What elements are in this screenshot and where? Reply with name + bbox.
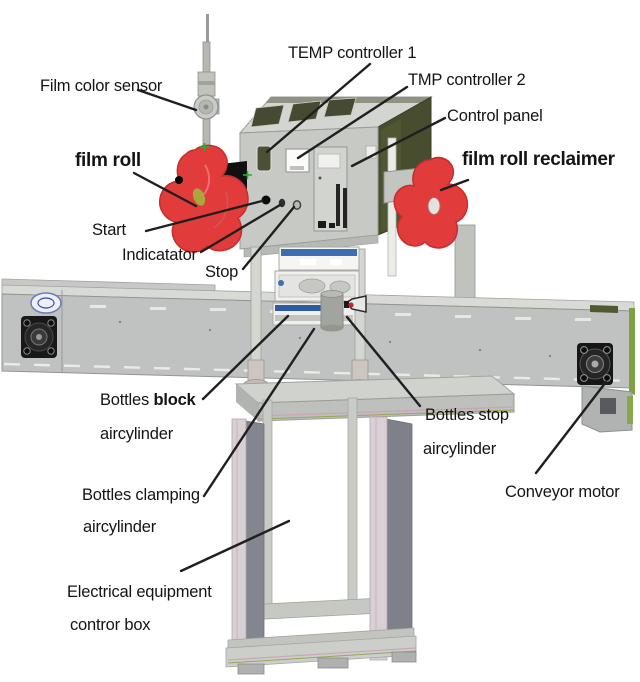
label-bottles-block-line1: Bottles block — [100, 391, 196, 409]
label-bottles-clamping-line2: aircylinder — [83, 518, 156, 536]
conveyor-rivets — [118, 320, 552, 358]
label-bottles-clamping-line1: Bottles clamping — [82, 486, 200, 504]
start-button-shape — [261, 195, 271, 205]
stand-frame-shape — [225, 397, 417, 675]
leader-lines — [132, 62, 608, 573]
label-electrical-line2: contror box — [70, 616, 151, 634]
electrical-box-panel-right — [385, 418, 413, 653]
leader-start — [144, 199, 264, 233]
leader-bottles-clamping — [202, 327, 316, 498]
leader-temp-controller-1 — [265, 62, 372, 154]
label-bottles-block-line2: aircylinder — [100, 425, 173, 443]
electrical-box-panel-left — [245, 420, 265, 645]
bottles-stop-aircylinder-shape — [320, 290, 367, 332]
green-marker-icon — [200, 143, 252, 179]
leader-stop — [241, 205, 296, 271]
roll-axle-dot — [175, 176, 183, 184]
leader-tmp-controller-2 — [296, 85, 409, 160]
label-indicatator: Indicatator — [122, 246, 197, 264]
label-film-color-sensor: Film color sensor — [40, 77, 163, 95]
leader-indicatator — [199, 203, 282, 254]
leader-bottles-stop — [345, 315, 422, 408]
logo-badge — [30, 292, 62, 314]
heater-opening-3 — [323, 97, 357, 118]
stop-button-shape — [292, 200, 302, 210]
leader-film-roll — [132, 171, 198, 208]
label-bottles-block-word2: block — [153, 391, 196, 409]
label-bottles-stop-line1: Bottles stop — [425, 406, 509, 424]
label-bottles-block-word1: Bottles — [100, 391, 150, 409]
leader-conveyor-motor — [534, 380, 608, 475]
conveyor-motor-right-shape — [577, 343, 613, 385]
leader-control-panel — [350, 116, 447, 168]
control-panel-shape — [313, 146, 348, 232]
film-roll-shape — [158, 143, 252, 253]
leader-electrical-box — [179, 519, 291, 573]
conveyor-motor-left-shape — [21, 316, 57, 358]
film-roll-reclaimer-shape — [383, 137, 476, 300]
label-bottles-stop-line2: aircylinder — [423, 440, 496, 458]
label-start: Start — [92, 221, 126, 239]
label-conveyor-motor: Conveyor motor — [505, 483, 620, 501]
leader-film-color-sensor — [136, 88, 198, 112]
heater-opening-2 — [287, 100, 322, 123]
label-control-panel: Control panel — [447, 107, 543, 125]
label-film-roll-reclaimer: film roll reclaimer — [462, 149, 615, 170]
film-color-sensor-shape — [193, 14, 220, 191]
label-film-roll: film roll — [75, 150, 141, 171]
support-table-shape — [234, 375, 516, 422]
label-stop: Stop — [205, 263, 239, 281]
leader-film-roll-reclaimer — [439, 178, 470, 192]
heater-opening-1 — [250, 104, 285, 128]
label-tmp-controller-2: TMP controller 2 — [408, 71, 526, 89]
leader-bottles-block — [201, 314, 290, 401]
conveyor-shape — [1, 278, 635, 433]
label-temp-controller-1: TEMP controller 1 — [288, 44, 417, 62]
label-electrical-line1: Electrical equipment — [67, 583, 212, 601]
